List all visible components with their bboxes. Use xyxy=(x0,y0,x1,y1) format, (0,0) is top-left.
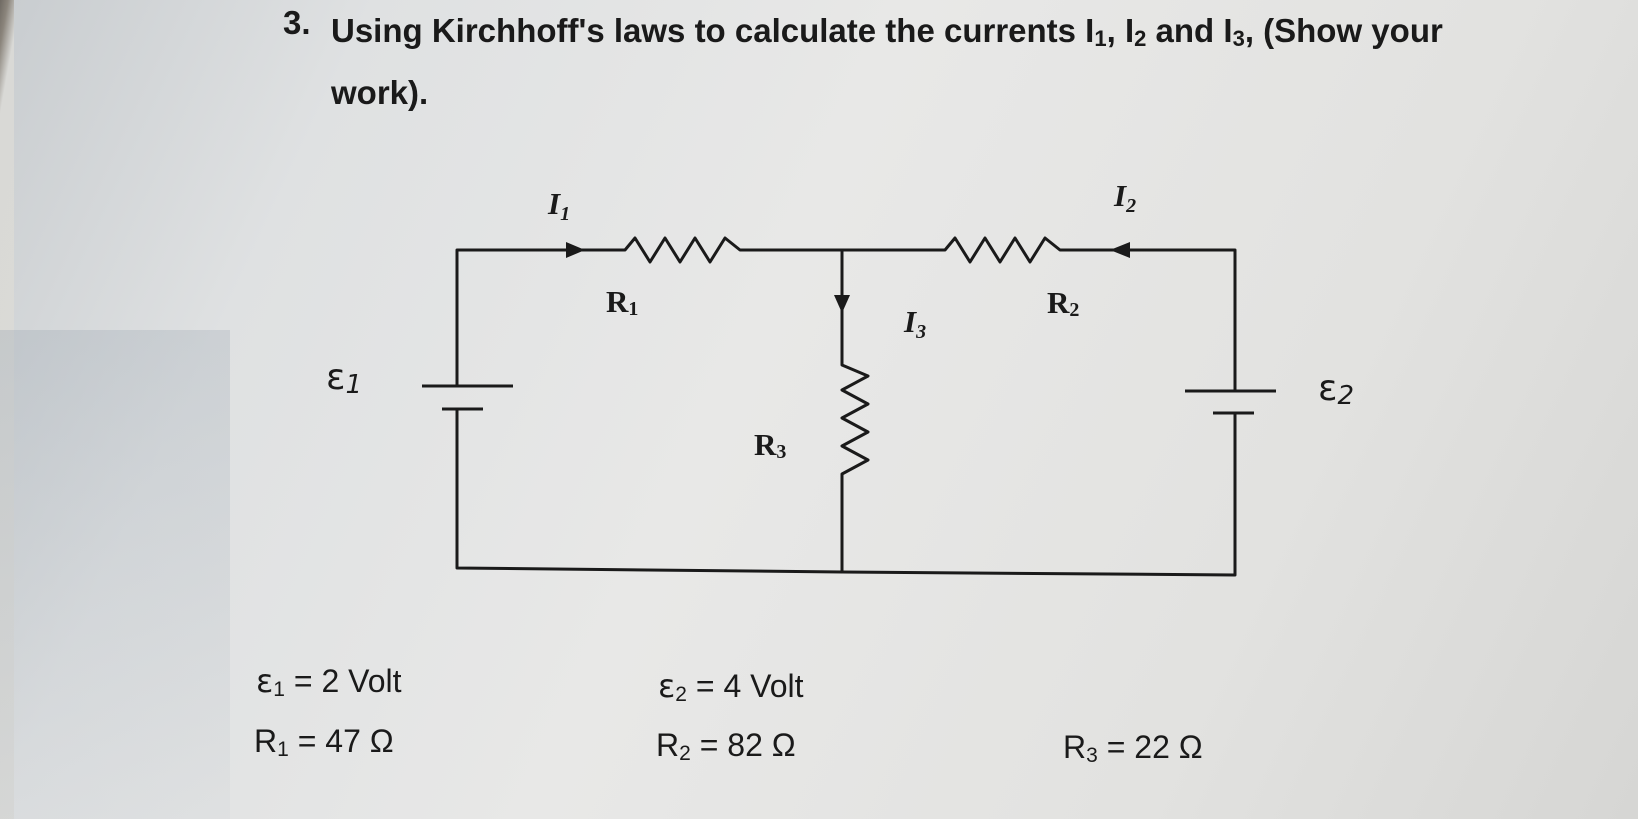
given-e1: ε1 = 2 Volt xyxy=(256,662,402,701)
paper-shadow xyxy=(0,330,230,819)
i1-arrow xyxy=(566,242,585,258)
label-e1: ε1 xyxy=(326,357,362,400)
label-e2: ε2 xyxy=(1318,368,1354,411)
given-r1: R1 = 47 Ω xyxy=(254,723,394,761)
left-bottom-wire xyxy=(455,407,1237,577)
given-r2: R2 = 82 Ω xyxy=(656,727,796,765)
paper-sheet xyxy=(14,0,1638,819)
given-r3: R3 = 22 Ω xyxy=(1063,729,1203,767)
label-i3: I3 xyxy=(903,304,926,343)
label-i1: I1 xyxy=(547,186,570,225)
i3-arrow xyxy=(834,295,850,313)
question-number: 3. xyxy=(283,4,311,41)
middle-branch-wire xyxy=(840,248,870,574)
label-i2: I2 xyxy=(1113,178,1136,217)
label-r1: R1 xyxy=(606,284,638,320)
top-right-wire xyxy=(840,236,1237,392)
given-e2: ε2 = 4 Volt xyxy=(658,667,804,706)
i2-arrow xyxy=(1110,242,1130,258)
top-left-wire xyxy=(455,236,844,387)
label-r2: R2 xyxy=(1047,285,1079,321)
question-text: Using Kirchhoff's laws to calculate the … xyxy=(331,12,1443,111)
label-r3: R3 xyxy=(754,427,786,463)
